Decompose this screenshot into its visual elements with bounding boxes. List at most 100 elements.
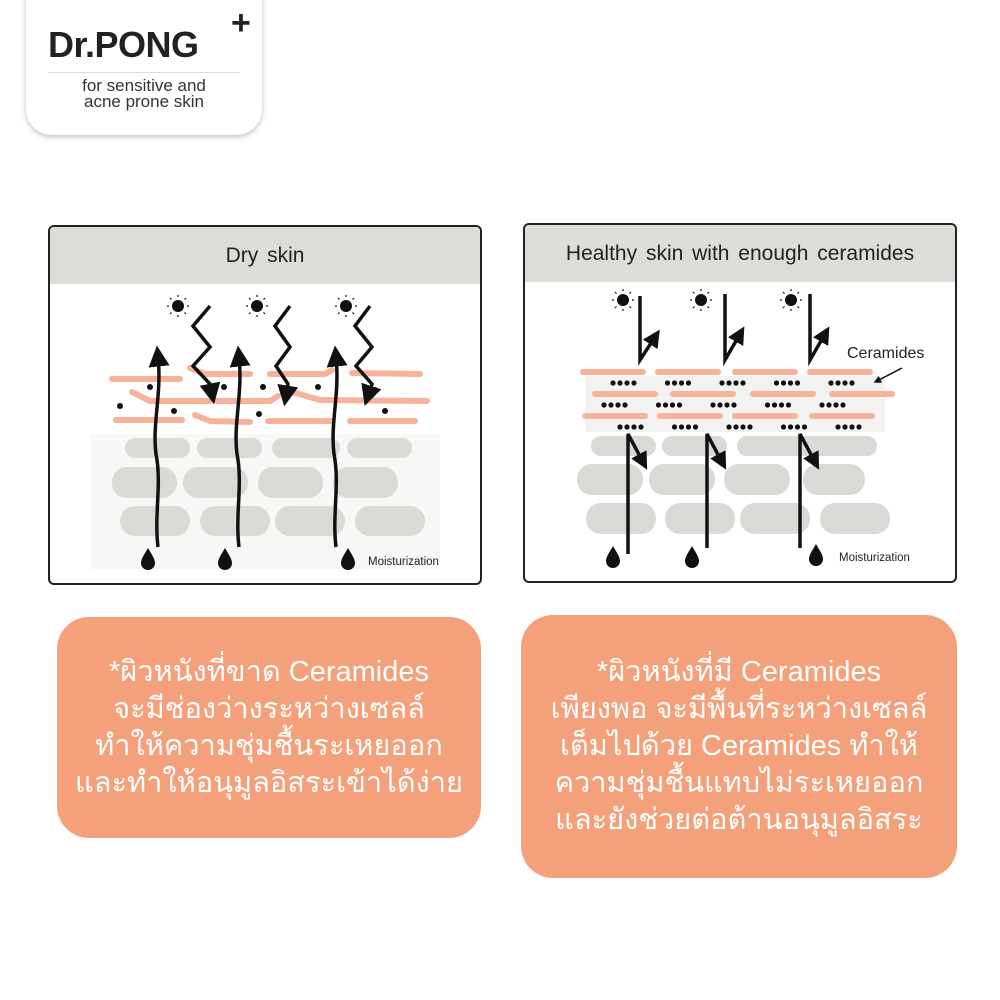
moisture-loss-arrows	[148, 345, 348, 548]
ceramide-dot	[669, 402, 676, 408]
ceramide-dot	[785, 402, 792, 408]
ceramide-dot	[819, 402, 825, 408]
ceramide-dot	[842, 380, 848, 386]
ceramide-dot	[801, 424, 808, 430]
ceramide-dot	[624, 380, 630, 386]
ceramide-dot	[662, 402, 669, 408]
ceramide-dot	[631, 424, 637, 430]
ceramide-dot	[733, 424, 739, 430]
note-line: *ผิวหนังที่มี Ceramides	[596, 656, 882, 688]
ceramide-dot	[773, 380, 780, 386]
ceramide-dot	[778, 402, 785, 408]
ceramide-dot	[747, 424, 753, 430]
logo-divider	[48, 72, 240, 73]
ceramide-dot	[678, 424, 685, 430]
note-line: *ผิวหนังที่ขาด Ceramides	[109, 655, 429, 688]
moisturization-label: Moisturization	[839, 552, 910, 564]
ceramide-dot	[794, 380, 801, 386]
dry-skin-diagram: Moisturization	[90, 294, 440, 570]
dry-skin-panel: Dry skin	[48, 225, 482, 585]
ceramide-dot	[726, 380, 732, 386]
ceramides-pointer	[873, 367, 903, 383]
ceramide-dot	[849, 424, 855, 430]
ceramide-dot	[622, 402, 628, 408]
ceramide-dot	[833, 402, 839, 408]
plus-icon: +	[231, 4, 251, 42]
ceramide-dot	[601, 402, 607, 408]
ceramide-dot	[726, 424, 732, 430]
ceramide-dot	[624, 424, 630, 430]
ceramide-dot	[655, 402, 662, 408]
ceramide-dot	[835, 424, 841, 430]
sun-icon	[166, 294, 190, 318]
ceramide-dot	[692, 424, 699, 430]
ceramide-dot	[794, 424, 801, 430]
note-line: เพียงพอ จะมีพื้นที่ระหว่างเซลล์	[550, 693, 928, 725]
ceramide-dot	[676, 402, 683, 408]
uv-rays	[190, 304, 382, 407]
dry-skin-title: Dry skin	[50, 227, 480, 284]
ceramide-dot	[856, 424, 862, 430]
skin-cells	[112, 438, 425, 536]
ceramide-dot	[671, 380, 678, 386]
dry-skin-note: *ผิวหนังที่ขาด Ceramides จะมีช่องว่างระห…	[57, 617, 481, 838]
skin-cells	[577, 436, 890, 534]
ceramide-dot	[780, 424, 787, 430]
water-drop-icon	[606, 546, 620, 568]
healthy-skin-diagram: Ceramides Moisturization	[577, 288, 924, 568]
tagline-line: acne prone skin	[83, 92, 205, 111]
sun-icon	[689, 288, 713, 312]
brand-name: Dr.PONG	[48, 24, 199, 65]
ceramide-dot	[717, 402, 723, 408]
sun-icon	[779, 288, 803, 312]
ceramide-dot	[631, 380, 637, 386]
note-line: ความชุ่มชื้นแทบไม่ระเหยออก	[554, 767, 924, 799]
ceramide-dot	[740, 424, 746, 430]
ceramide-dot	[771, 402, 778, 408]
ceramide-dot	[787, 380, 794, 386]
intact-lipid-layers	[580, 369, 895, 419]
healthy-skin-panel: Healthy skin with enough ceramides	[523, 223, 957, 583]
ceramide-dot	[608, 402, 614, 408]
ceramide-dot	[733, 380, 739, 386]
sun-icon	[334, 294, 358, 318]
ceramide-dot	[664, 380, 671, 386]
water-drop-icon	[809, 544, 823, 566]
uv-rays-blocked	[638, 294, 830, 367]
note-line: และยังช่วยต่อต้านอนุมูลอิสระ	[555, 804, 923, 836]
ceramide-dot	[828, 380, 834, 386]
sun-icon	[245, 294, 269, 318]
ceramide-dot	[849, 380, 855, 386]
ceramide-dots	[601, 380, 862, 430]
ceramide-dot	[724, 402, 730, 408]
water-drop-icons	[606, 544, 823, 568]
ceramide-dot	[678, 380, 685, 386]
ceramide-dot	[671, 424, 678, 430]
ceramide-dot	[617, 424, 623, 430]
ceramide-dot	[835, 380, 841, 386]
sun-icon	[611, 288, 635, 312]
ceramide-dot	[685, 380, 692, 386]
note-line: จะมีช่องว่างระหว่างเซลล์	[113, 692, 425, 725]
note-line: เต็มไปด้วย Ceramides ทำให้	[560, 730, 918, 762]
ceramide-dot	[764, 402, 771, 408]
ceramide-dot	[731, 402, 737, 408]
ceramide-dot	[710, 402, 716, 408]
note-line: ทำให้ความชุ่มชื้นระเหยออก	[95, 729, 443, 762]
ceramide-dot	[787, 424, 794, 430]
free-radicals	[117, 384, 388, 417]
ceramide-dot	[610, 380, 616, 386]
ceramide-dot	[740, 380, 746, 386]
healthy-skin-note: *ผิวหนังที่มี Ceramides เพียงพอ จะมีพื้น…	[521, 615, 957, 878]
tagline-line: for sensitive and	[82, 76, 206, 95]
brand-logo: Dr.PONG + for sensitive and acne prone s…	[26, 0, 262, 135]
ceramide-dot	[842, 424, 848, 430]
ceramide-dot	[826, 402, 832, 408]
moisture-retained-arrows	[626, 433, 820, 554]
sun-icons	[166, 294, 358, 318]
ceramide-dot	[617, 380, 623, 386]
water-drop-icon	[685, 546, 699, 568]
ceramide-dot	[685, 424, 692, 430]
ceramides-label: Ceramides	[847, 345, 924, 362]
ceramide-dot	[719, 380, 725, 386]
